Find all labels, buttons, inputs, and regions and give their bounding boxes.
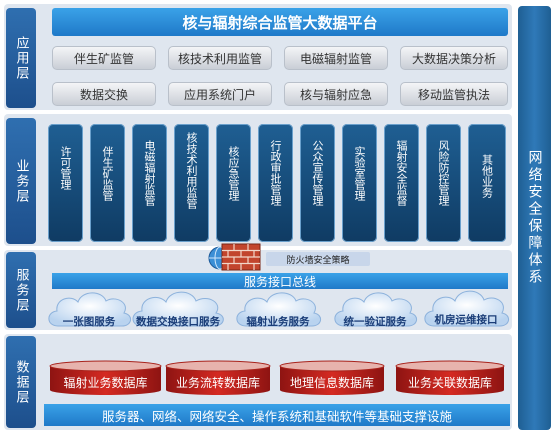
database-label: 业务关联数据库 [407, 376, 492, 390]
business-module[interactable]: 伴生矿监管 [90, 124, 125, 242]
firewall-policy-label: 防火墙安全策略 [266, 252, 370, 266]
cylinder-database-icon [395, 360, 505, 395]
firewall-icon [208, 240, 262, 272]
security-system-label: 网络安全保障体系 [526, 150, 543, 286]
database-label: 地理信息数据库 [289, 376, 374, 390]
business-module[interactable]: 实验室管理 [342, 124, 377, 242]
cloud-icon [48, 292, 131, 327]
app-module-button[interactable]: 应用系统门户 [168, 82, 272, 106]
app-module-button[interactable]: 核与辐射应急 [284, 82, 388, 106]
layer-label-service: 服务层 [6, 252, 36, 328]
business-module-label: 其他业务 [480, 154, 494, 198]
business-module[interactable]: 辐射安全监督 [384, 124, 419, 242]
database-label: 业务流转数据库 [175, 376, 260, 390]
business-module-label: 许可管理 [59, 146, 72, 190]
business-module[interactable]: 其他业务 [468, 124, 506, 242]
business-module-label: 辐射安全监督 [395, 140, 408, 206]
business-module[interactable]: 风险防控管理 [426, 124, 461, 242]
app-module-button[interactable]: 数据交换 [52, 82, 156, 106]
service-cloud-label: 机房运维接口 [434, 314, 498, 326]
database-label: 辐射业务数据库 [63, 376, 148, 390]
business-module-label: 电磁辐射监管 [143, 140, 156, 206]
layer-label-text: 服务层 [13, 267, 29, 313]
service-cloud-label: 数据交换接口服务 [136, 316, 220, 328]
cylinder-database-icon [279, 360, 385, 395]
layer-label-text: 数据层 [13, 359, 29, 405]
service-cloud[interactable]: 辐射业务服务 [232, 284, 324, 332]
platform-title: 核与辐射综合监管大数据平台 [52, 8, 508, 36]
service-bus-bar: 服务接口总线 [52, 273, 508, 289]
service-cloud-label: 一张图服务 [62, 316, 116, 328]
business-module-label: 公众宣传管理 [311, 140, 324, 206]
business-module-label: 实验室管理 [353, 146, 366, 201]
cloud-icon [334, 292, 417, 327]
cylinder-database-icon [165, 360, 271, 395]
database-cylinder[interactable]: 业务流转数据库 [164, 360, 272, 396]
app-module-button[interactable]: 大数据决策分析 [400, 46, 508, 70]
app-module-button[interactable]: 移动监管执法 [400, 82, 508, 106]
business-module[interactable]: 行政审批管理 [258, 124, 293, 242]
database-cylinder[interactable]: 地理信息数据库 [278, 360, 386, 396]
business-module-label: 核应急管理 [227, 146, 240, 201]
cylinder-database-icon [49, 360, 162, 395]
service-cloud-label: 统一验证服务 [343, 316, 407, 328]
business-module[interactable]: 许可管理 [48, 124, 83, 242]
business-module-label: 核技术利用监管 [185, 132, 198, 209]
business-module[interactable]: 电磁辐射监管 [132, 124, 167, 242]
base-support-bar: 服务器、网络、网络安全、操作系统和基础软件等基础支撑设施 [44, 404, 510, 426]
business-module-label: 风险防控管理 [437, 140, 450, 206]
service-cloud-label: 辐射业务服务 [246, 316, 310, 328]
app-module-button[interactable]: 伴生矿监管 [52, 46, 156, 70]
database-cylinder[interactable]: 业务关联数据库 [394, 360, 506, 396]
layer-label-business: 业务层 [6, 118, 36, 244]
service-cloud[interactable]: 一张图服务 [44, 284, 134, 332]
layer-label-text: 应用层 [13, 35, 29, 81]
cloud-icon [236, 292, 321, 327]
layer-label-app: 应用层 [6, 8, 36, 108]
business-module[interactable]: 核应急管理 [216, 124, 251, 242]
app-module-button[interactable]: 电磁辐射监管 [284, 46, 388, 70]
layer-label-data: 数据层 [6, 336, 36, 428]
business-module-label: 行政审批管理 [269, 140, 282, 206]
app-module-button[interactable]: 核技术利用监管 [168, 46, 272, 70]
business-module[interactable]: 核技术利用监管 [174, 124, 209, 242]
cloud-icon [132, 291, 224, 327]
database-cylinder[interactable]: 辐射业务数据库 [48, 360, 163, 396]
service-cloud[interactable]: 统一验证服务 [330, 284, 420, 332]
business-module-label: 伴生矿监管 [101, 146, 114, 201]
service-cloud[interactable]: 数据交换接口服务 [128, 284, 228, 332]
layer-label-text: 业务层 [13, 158, 29, 204]
cloud-icon [424, 290, 509, 327]
security-system-column: 网络安全保障体系 [518, 6, 551, 430]
service-cloud[interactable]: 机房运维接口 [420, 282, 512, 332]
business-module[interactable]: 公众宣传管理 [300, 124, 335, 242]
